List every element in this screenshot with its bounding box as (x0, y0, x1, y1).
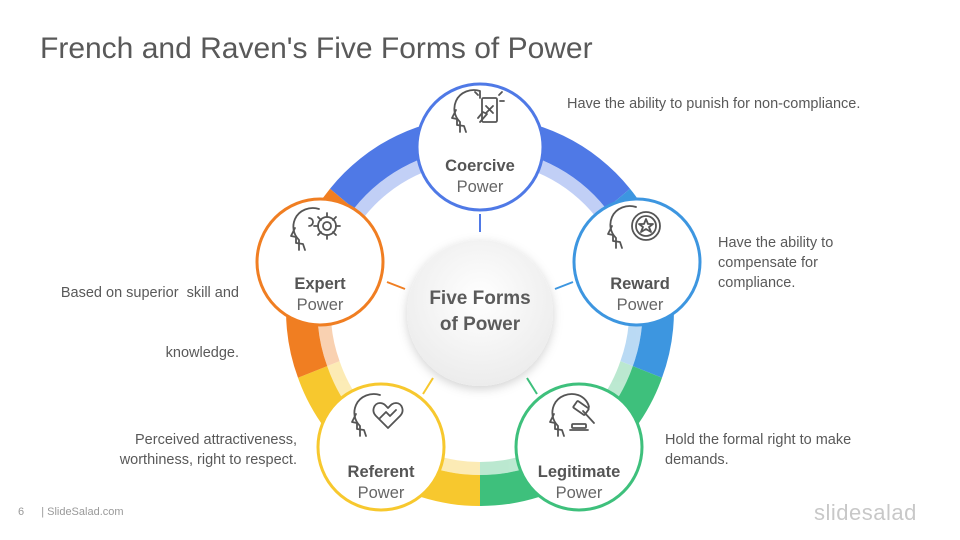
node-legitimate: Legitimate Power (519, 462, 639, 504)
desc-referent-line-1: Perceived attractiveness, (135, 432, 297, 448)
node-expert: Expert Power (260, 274, 380, 316)
node-circle-expert (255, 197, 385, 327)
node-sub-expert: Power (296, 296, 344, 314)
node-title-referent: Referent (347, 463, 415, 481)
desc-legitimate-line-2: demands. (665, 452, 729, 468)
desc-reward-line-1: Have the ability to (718, 235, 834, 251)
desc-reward: Have the ability to compensate for compl… (718, 233, 833, 293)
node-circle-reward (572, 197, 702, 327)
inner-segment-coercive (353, 147, 607, 218)
desc-expert-line-2: knowledge. (165, 345, 239, 361)
desc-legitimate-line-1: Hold the formal right to make (665, 432, 852, 448)
node-circle-legitimate (514, 382, 644, 512)
page-number: 6 (18, 506, 25, 518)
center-circle (407, 240, 553, 386)
node-circle-coercive (415, 82, 545, 212)
connector-referent (422, 377, 434, 395)
slide-title: French and Raven's Five Forms of Power (40, 32, 593, 65)
node-title-reward: Reward (610, 275, 670, 293)
desc-expert-line-1: Based on superior skill and (60, 285, 239, 301)
connector-lines (386, 214, 574, 395)
node-sub-referent: Power (357, 484, 405, 502)
head-heart-icon (351, 393, 404, 437)
desc-coercive: Have the ability to punish for non-compl… (567, 94, 860, 114)
desc-coercive-line-1: Have the ability to punish for non-compl… (567, 96, 861, 112)
inner-segment-reward (596, 208, 643, 367)
node-circles (255, 82, 702, 512)
node-coercive: Coercive Power (420, 156, 540, 198)
center-line-1: Five Forms (429, 288, 531, 309)
footer-site: | SlideSalad.com (41, 506, 124, 518)
desc-referent-line-2: worthiness, right to respect. (119, 452, 297, 468)
node-sub-reward: Power (616, 296, 664, 314)
head-phone-icon (451, 89, 505, 133)
center-line-2: of Power (439, 314, 521, 335)
center-label: Five Forms of Power (400, 286, 560, 338)
node-title-coercive: Coercive (445, 157, 515, 175)
inner-segment-expert (317, 208, 364, 367)
head-gear-icon (290, 207, 341, 251)
node-title-expert: Expert (294, 275, 346, 293)
desc-referent: Perceived attractiveness, worthiness, ri… (120, 430, 297, 470)
node-sub-coercive: Power (456, 178, 504, 196)
node-referent: Referent Power (321, 462, 441, 504)
connector-reward (554, 281, 574, 290)
connector-expert (386, 281, 406, 290)
desc-legitimate: Hold the formal right to make demands. (665, 430, 851, 470)
connector-legitimate (526, 377, 538, 395)
brand-logo: slidesalad (814, 500, 917, 525)
node-circle-referent (316, 382, 446, 512)
head-gavel-icon (549, 393, 595, 437)
node-sub-legitimate: Power (555, 484, 603, 502)
node-title-legitimate: Legitimate (537, 463, 621, 481)
node-reward: Reward Power (580, 274, 700, 316)
head-medal-icon (607, 205, 661, 249)
footer: 6 | SlideSalad.com (18, 506, 124, 518)
ring-segment-coercive (330, 116, 630, 209)
desc-reward-line-3: compliance. (718, 275, 796, 291)
desc-reward-line-2: compensate for (718, 255, 818, 271)
desc-expert: Based on superior skill and knowledge. (61, 243, 239, 383)
